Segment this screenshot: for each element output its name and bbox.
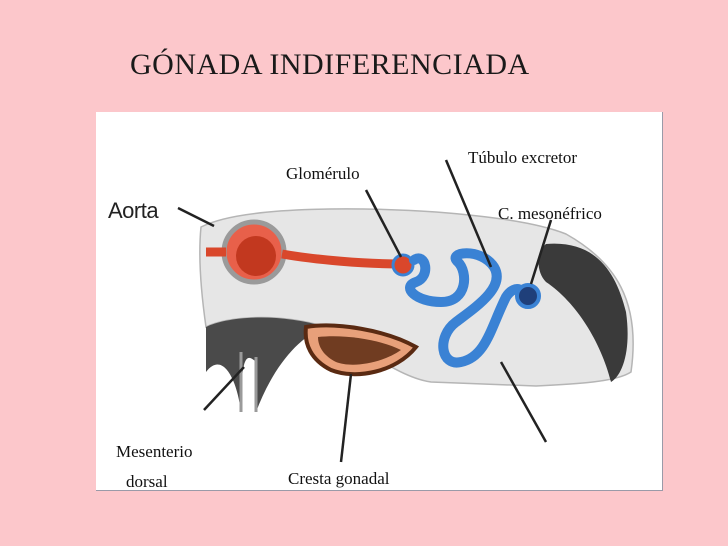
label-cresta-gonadal: Cresta gonadal — [288, 469, 390, 488]
pointer-glomerulo — [364, 189, 403, 258]
diagram-illustration — [177, 159, 634, 463]
mesonephric-duct — [515, 283, 541, 309]
glomerulus — [391, 253, 415, 277]
pointer-mesenterio — [203, 366, 245, 411]
gonadal-ridge-core — [318, 336, 401, 365]
pointer-cresta — [339, 373, 353, 463]
embryo-cross-section-diagram: Aorta Glomérulo Túbulo excretor C. meson… — [96, 112, 663, 491]
pointer-conducto — [529, 219, 553, 285]
label-mesenterio-line1: Mesenterio — [116, 442, 193, 461]
mesentery-wall — [239, 352, 258, 412]
label-glomerulo: Glomérulo — [286, 164, 360, 183]
label-aorta: Aorta — [108, 198, 159, 223]
aorta-lumen — [236, 236, 276, 276]
label-conducto-mesonefrico: C. mesonéfrico — [498, 204, 602, 223]
pointer-aorta — [177, 206, 215, 228]
pointer-lower-right — [499, 361, 548, 443]
mesentery-cavity — [206, 317, 326, 412]
slide-title: GÓNADA INDIFERENCIADA — [130, 48, 530, 81]
label-tubulo-excretor: Túbulo excretor — [468, 148, 578, 167]
label-mesenterio-line2: dorsal — [126, 472, 168, 491]
arteriole — [281, 249, 402, 269]
pointer-tubulo — [444, 159, 493, 268]
right-coelomic-cavity — [538, 243, 628, 382]
excretory-tubule — [405, 248, 530, 368]
